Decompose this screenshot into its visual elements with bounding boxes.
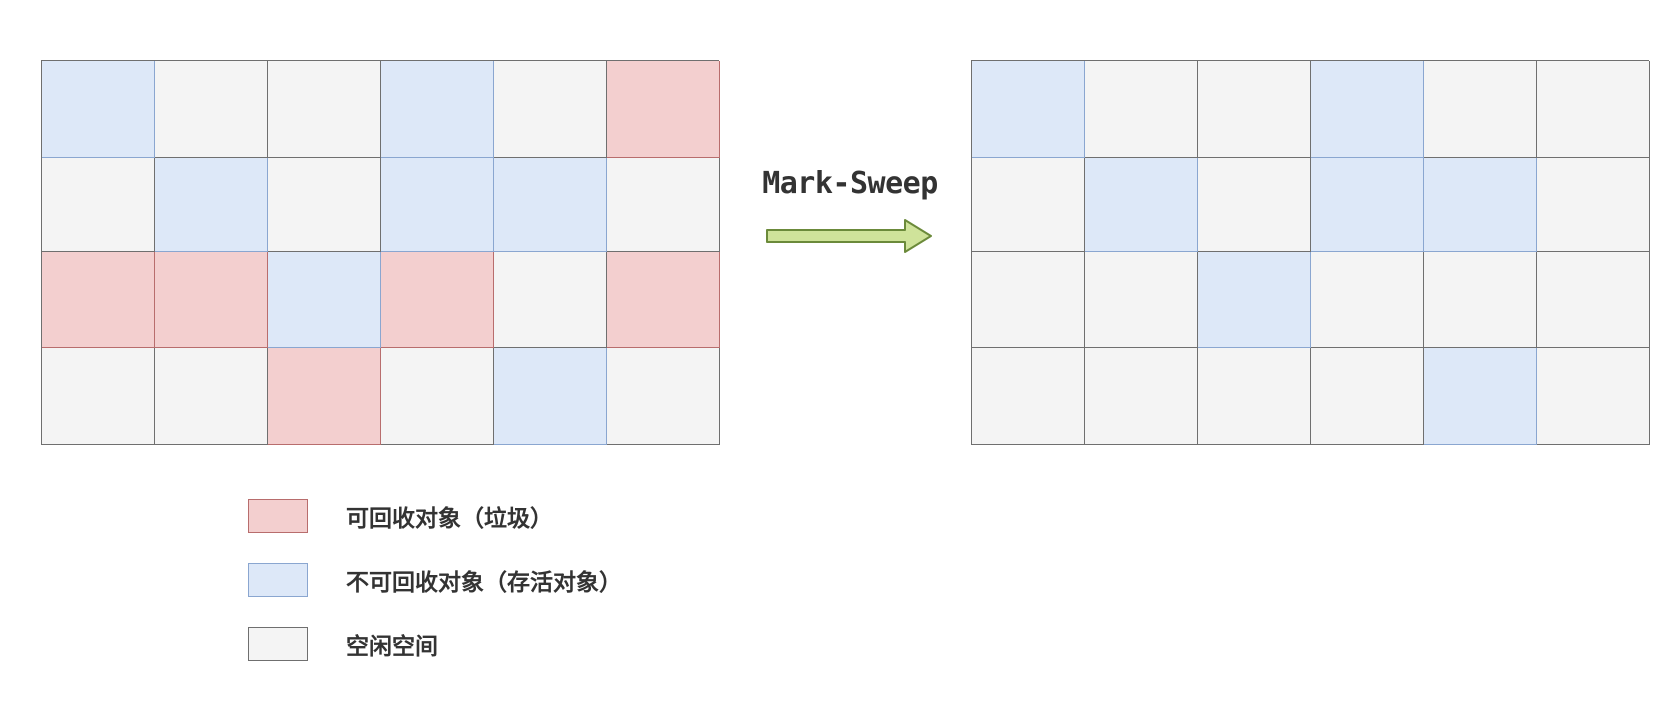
before-cell-free — [268, 61, 381, 158]
before-cell-free — [607, 158, 720, 252]
after-cell-free — [972, 348, 1085, 445]
before-cell-garbage — [381, 252, 494, 348]
after-cell-free — [1424, 61, 1537, 158]
after-cell-free — [972, 158, 1085, 252]
before-cell-garbage — [268, 348, 381, 445]
legend-label-garbage: 可回收对象（垃圾） — [346, 506, 553, 532]
legend-swatch-live — [248, 563, 308, 597]
after-cell-live — [1198, 252, 1311, 348]
before-cell-free — [155, 348, 268, 445]
legend: 可回收对象（垃圾） 不可回收对象（存活对象） 空闲空间 — [248, 498, 622, 690]
after-cell-free — [1311, 348, 1424, 445]
before-cell-garbage — [42, 252, 155, 348]
after-cell-free — [1198, 348, 1311, 445]
after-cell-free — [1537, 158, 1650, 252]
after-cell-free — [1537, 61, 1650, 158]
after-cell-live — [1424, 348, 1537, 445]
mark-sweep-transition: Mark-Sweep — [745, 160, 955, 260]
before-cell-free — [607, 348, 720, 445]
before-cell-free — [381, 348, 494, 445]
before-cell-garbage — [607, 61, 720, 158]
before-cell-free — [42, 348, 155, 445]
memory-grid-after-gc — [971, 60, 1650, 445]
legend-item-live: 不可回收对象（存活对象） — [248, 562, 622, 598]
after-cell-free — [1537, 252, 1650, 348]
after-cell-free — [1198, 61, 1311, 158]
before-cell-free — [42, 158, 155, 252]
after-cell-free — [972, 252, 1085, 348]
after-cell-free — [1198, 158, 1311, 252]
before-cell-live — [381, 61, 494, 158]
before-cell-live — [494, 158, 607, 252]
memory-grid-before-gc — [41, 60, 720, 445]
after-cell-live — [1424, 158, 1537, 252]
before-cell-live — [268, 252, 381, 348]
legend-item-free: 空闲空间 — [248, 626, 622, 662]
after-cell-live — [1311, 158, 1424, 252]
before-cell-free — [494, 252, 607, 348]
legend-item-garbage: 可回收对象（垃圾） — [248, 498, 622, 534]
legend-label-free: 空闲空间 — [346, 634, 438, 660]
before-cell-garbage — [607, 252, 720, 348]
after-cell-live — [1311, 61, 1424, 158]
before-cell-live — [494, 348, 607, 445]
before-cell-live — [155, 158, 268, 252]
arrow-label: Mark-Sweep — [762, 166, 938, 201]
after-cell-free — [1085, 252, 1198, 348]
after-cell-free — [1311, 252, 1424, 348]
after-cell-live — [1085, 158, 1198, 252]
after-cell-free — [1537, 348, 1650, 445]
legend-swatch-garbage — [248, 499, 308, 533]
legend-label-live: 不可回收对象（存活对象） — [346, 570, 622, 596]
before-cell-live — [381, 158, 494, 252]
right-arrow-icon — [766, 219, 932, 253]
after-cell-free — [1424, 252, 1537, 348]
before-cell-free — [155, 61, 268, 158]
before-cell-free — [494, 61, 607, 158]
after-cell-free — [1085, 348, 1198, 445]
after-cell-free — [1085, 61, 1198, 158]
before-cell-live — [42, 61, 155, 158]
after-cell-live — [972, 61, 1085, 158]
before-cell-free — [268, 158, 381, 252]
legend-swatch-free — [248, 627, 308, 661]
before-cell-garbage — [155, 252, 268, 348]
